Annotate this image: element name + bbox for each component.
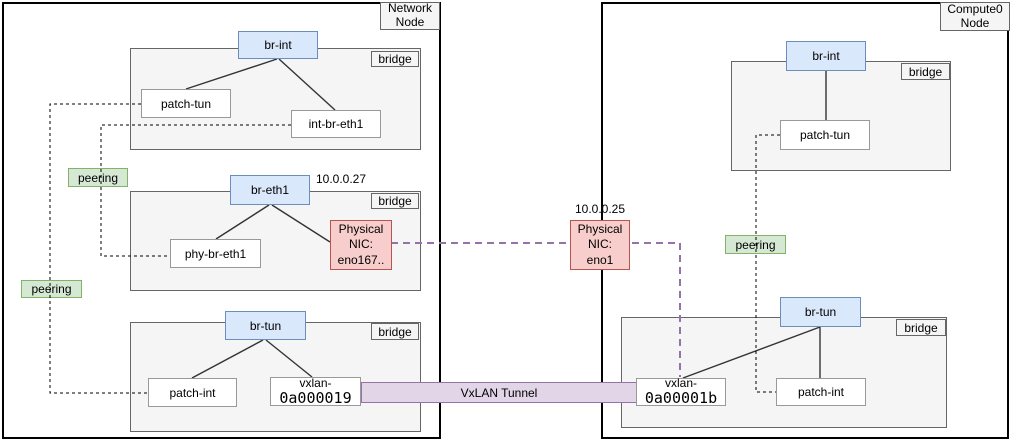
nic-line3: eno167.. bbox=[337, 252, 385, 267]
nic-line3: eno1 bbox=[586, 252, 614, 267]
peering-label-compute: peering bbox=[725, 235, 786, 254]
peering-label-br-int-br-tun: peering bbox=[21, 280, 82, 298]
nic-line1: Physical bbox=[338, 221, 384, 236]
vxlan-port-id: 0a000019 bbox=[279, 388, 352, 407]
network-br-tun-bridge-tag: bridge bbox=[371, 323, 419, 340]
compute-br-int-bridge-tag: bridge bbox=[901, 63, 950, 80]
compute0-node-title: Compute0 Node bbox=[940, 2, 1010, 31]
nic-line1: Physical bbox=[577, 221, 623, 236]
compute-physical-nic: Physical NIC: eno1 bbox=[570, 220, 630, 270]
network-br-eth1-node: br-eth1 bbox=[230, 175, 310, 205]
nic-line2: NIC: bbox=[588, 237, 612, 252]
vxlan-port-prefix: vxlan- bbox=[299, 375, 332, 390]
network-physical-nic: Physical NIC: eno167.. bbox=[330, 220, 392, 270]
network-br-tun-node: br-tun bbox=[225, 311, 306, 340]
network-patch-tun-port: patch-tun bbox=[141, 89, 231, 118]
network-vxlan-port: vxlan- 0a000019 bbox=[270, 375, 361, 407]
compute-br-tun-bridge-tag: bridge bbox=[896, 319, 946, 336]
compute-br-int-node: br-int bbox=[786, 41, 866, 71]
network-br-eth1-bridge-tag: bridge bbox=[371, 193, 419, 209]
vxlan-tunnel-band: VxLAN Tunnel bbox=[361, 382, 637, 403]
network-node-title: Network Node bbox=[380, 1, 440, 30]
vxlan-port-prefix: vxlan- bbox=[664, 376, 697, 391]
compute-patch-int-port: patch-int bbox=[776, 378, 866, 406]
peering-label-br-int-br-eth1: peering bbox=[68, 168, 128, 187]
compute-vxlan-port: vxlan- 0a00001b bbox=[636, 376, 726, 408]
network-br-eth1-ip: 10.0.0.27 bbox=[315, 172, 367, 186]
network-patch-int-port: patch-int bbox=[148, 378, 237, 407]
network-br-int-bridge-tag: bridge bbox=[371, 51, 419, 67]
compute-br-tun-node: br-tun bbox=[780, 297, 861, 327]
vxlan-port-id: 0a00001b bbox=[644, 389, 718, 408]
nic-line2: NIC: bbox=[349, 237, 373, 252]
network-phy-br-eth1-port: phy-br-eth1 bbox=[170, 239, 261, 268]
network-br-int-node: br-int bbox=[238, 31, 318, 59]
compute-nic-ip: 10.0.0.25 bbox=[574, 202, 626, 216]
compute-patch-tun-port: patch-tun bbox=[780, 120, 870, 150]
network-int-br-eth1-port: int-br-eth1 bbox=[291, 110, 381, 138]
